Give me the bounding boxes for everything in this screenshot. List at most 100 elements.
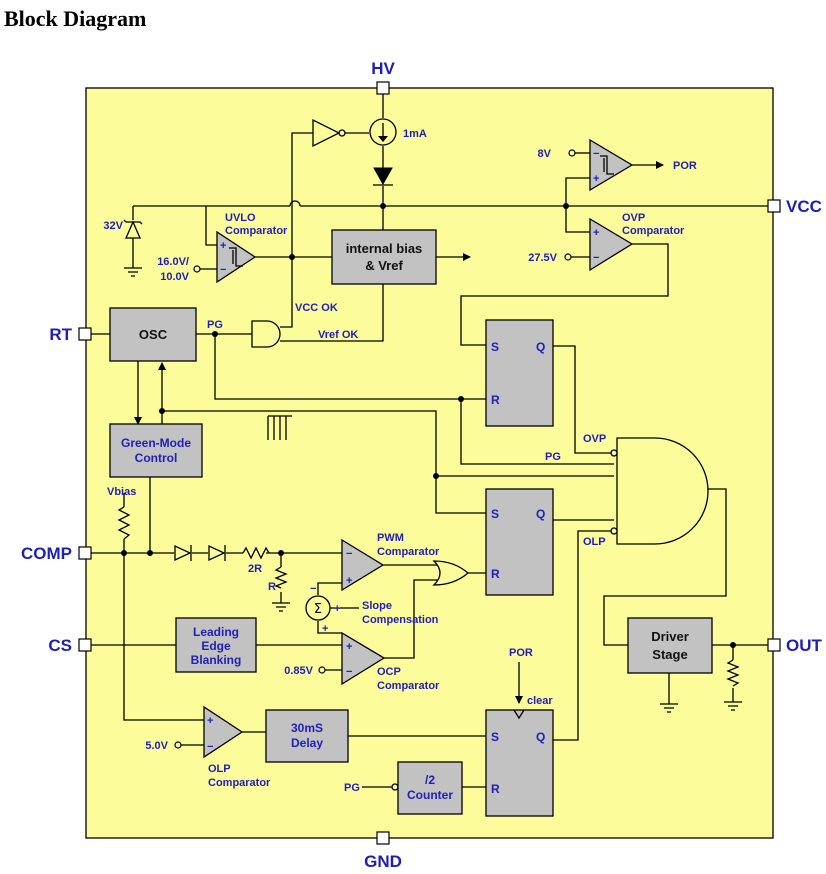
pin-pads [78,81,781,845]
pwm-comparator [341,538,385,592]
pin-hv: HV [371,59,395,78]
junctions [121,203,736,648]
comparator-signs: + − − + + − − + + − + − − + + [207,148,599,753]
svg-text:+: + [593,227,599,239]
ovp-cmp-label-1: OVP [622,212,645,224]
svg-text:+: + [207,715,213,727]
sr-latch-pwm [485,488,554,596]
svg-text:−: − [346,666,352,678]
svg-text:+: + [220,240,226,252]
uvlo-label-2: Comparator [225,225,288,237]
label-32v: 32V [103,220,123,232]
label-clear: clear [527,695,553,707]
terminals [174,149,576,749]
driver-label-2: Stage [652,647,687,662]
counter-label-1: /2 [425,773,435,787]
and4-gate [616,437,709,545]
ocp-comparator [341,631,386,686]
olp-cmp-label-1: OLP [208,763,231,775]
counter-label-2: Counter [407,788,453,802]
svg-text:R: R [491,567,500,581]
delay-label-1: 30mS [291,721,323,735]
svg-text:−: − [220,264,226,276]
label-vcc-ok: VCC OK [295,302,338,314]
svg-text:+: + [334,603,340,615]
ocp-label-1: OCP [377,666,401,678]
pwm-label-2: Comparator [377,546,440,558]
svg-text:−: − [346,548,352,560]
pin-comp: COMP [21,544,72,563]
counter-block [397,761,463,815]
current-source-icon [369,118,397,146]
label-pg-osc: PG [207,319,223,331]
leb-label-3: Blanking [191,653,242,667]
svg-text:S: S [491,507,499,521]
osc-label: OSC [139,327,168,342]
olp-comparator [203,705,244,759]
or-gate [432,560,469,586]
sr-latch-olp [485,709,554,817]
svg-text:−: − [593,252,599,264]
delay-block [265,709,349,763]
block-labels: internal bias & Vref OSC Green-Mode Cont… [121,241,689,802]
bias-label-1: internal bias [346,241,423,256]
bias-label-2: & Vref [365,258,403,273]
olp-cmp-label-2: Comparator [208,777,271,789]
label-r: R [268,581,276,593]
sr-latch-ovp [485,319,554,427]
comparators [203,138,634,759]
sigma-icon [305,595,331,621]
blocks [109,229,713,817]
label-1ma: 1mA [403,128,427,140]
svg-text:R: R [491,393,500,407]
label-pg-counter: PG [344,782,360,794]
leading-edge-block [175,617,257,673]
svg-text:−: − [310,583,316,595]
pin-vcc: VCC [786,197,822,216]
wiring [91,93,768,788]
label-275v: 27.5V [528,252,557,264]
svg-text:+: + [346,575,352,587]
pwm-label-1: PWM [377,532,404,544]
internal-bias-block [331,229,437,285]
pin-labels: HV VCC RT COMP CS OUT GND [21,59,823,871]
label-vref-ok: Vref OK [318,329,358,341]
svg-text:Q: Q [536,340,545,354]
leb-label-1: Leading [193,625,239,639]
ovp-comparator [589,217,634,272]
green-mode-label-2: Control [135,451,178,465]
label-pg-and: PG [545,451,561,463]
label-2r: 2R [248,563,262,575]
uvlo-label-1: UVLO [225,212,256,224]
green-mode-label-1: Green-Mode [121,436,191,450]
svg-text:Q: Q [536,507,545,521]
svg-text:Q: Q [536,730,545,744]
label-085v: 0.85V [284,665,313,677]
uvlo-th-2: 10.0V [160,271,189,283]
ovp-cmp-label-2: Comparator [622,225,685,237]
leb-label-2: Edge [201,639,231,653]
svg-text:−: − [593,148,599,160]
resistors [117,506,740,687]
ocp-label-2: Comparator [377,680,440,692]
label-por-in: POR [509,647,533,659]
driver-block [627,617,713,674]
svg-text:+: + [322,623,328,635]
svg-text:+: + [593,173,599,185]
delay-label-2: Delay [291,736,323,750]
label-por-out: POR [673,160,697,172]
osc-block [109,307,197,362]
pin-cs: CS [48,636,72,655]
svg-text:S: S [491,340,499,354]
sigma-symbol: Σ [314,602,322,617]
label-5v: 5.0V [145,740,168,752]
svg-text:−: − [207,741,213,753]
signal-labels: 1mA 8V POR 32V UVLO Comparator OVP Compa… [103,128,696,794]
driver-label-1: Driver [651,629,689,644]
diodes [123,167,393,562]
slope-label-1: Slope [362,600,392,612]
and-gate [251,320,281,348]
pin-rt: RT [49,325,72,344]
svg-text:S: S [491,730,499,744]
